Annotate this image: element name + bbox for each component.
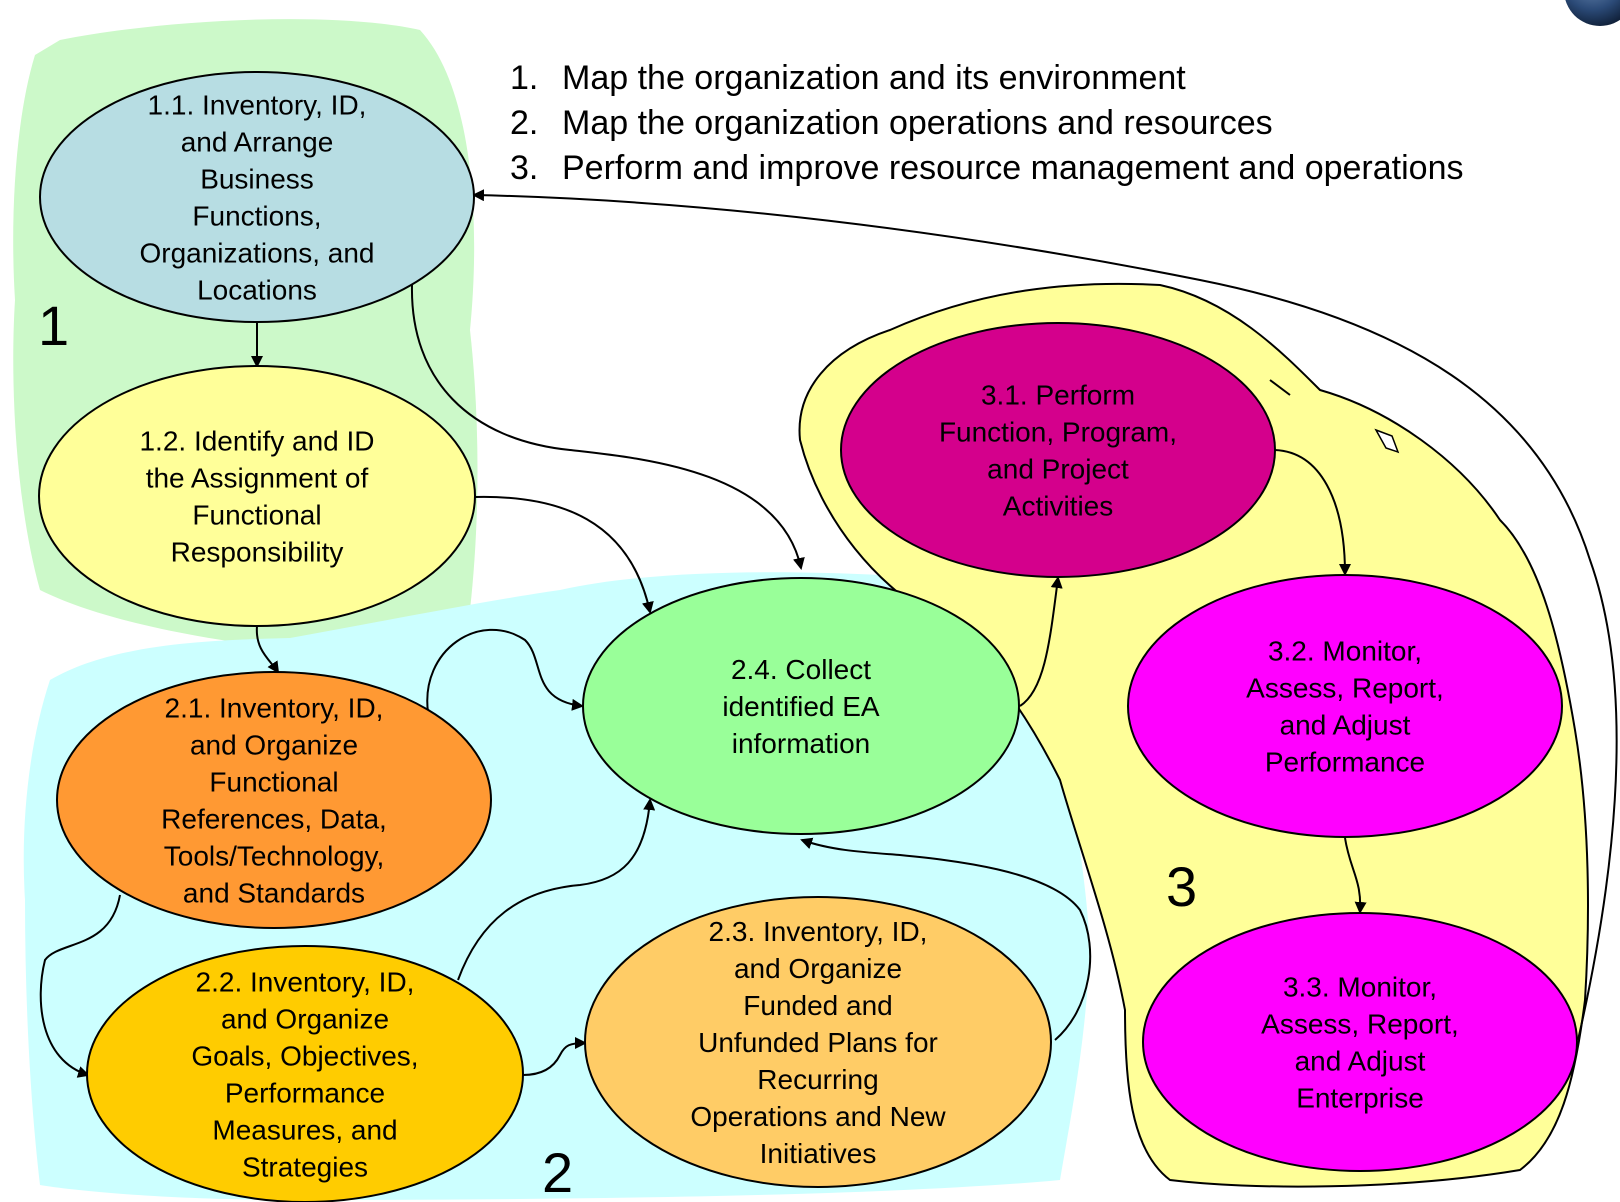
node-label-line: Function, Program,: [939, 417, 1177, 448]
node-label-line: Locations: [197, 275, 317, 306]
edge-2_2-to-2_3: [522, 1037, 587, 1076]
svg-text:3.3. Monitor,Assess, Report,an: 3.3. Monitor, Assess, Report, and AdjustEn…: [1261, 972, 1459, 1114]
edge-3_3-to-1_1: [472, 189, 1618, 1041]
node-label-line: and Arrange: [181, 127, 334, 158]
legend-item: Perform and improve resource management …: [562, 149, 1463, 187]
edge-1_2-to-2_4: [474, 495, 654, 614]
node-label-line: Assess, Report,: [1261, 1009, 1459, 1040]
node-label-line: identified EA: [722, 691, 880, 722]
edge-2_1-to-2_2: [39, 894, 121, 1078]
legend-item: Map the organization and its environment: [562, 59, 1186, 97]
outline-tick-mark: [1374, 428, 1400, 454]
node-label-line: Functions,: [192, 201, 321, 232]
node-label-line: Funded and: [743, 990, 892, 1021]
node-label-line: Performance: [1265, 747, 1425, 778]
node-label-line: Functional: [209, 767, 338, 798]
node-label-line: Measures, and: [212, 1115, 397, 1146]
legend-number: 1.: [510, 59, 538, 97]
node-label-line: 3.3. Monitor,: [1283, 972, 1437, 1003]
node-label-line: Functional: [192, 500, 321, 531]
node-label-line: Initiatives: [760, 1138, 877, 1169]
edge-2_3-to-2_4: [800, 837, 1092, 1041]
svg-text:2.1. Inventory, ID,and Organiz: 2.1. Inventory, ID, and OrganizeFunctiona…: [161, 693, 387, 909]
region-1-number: 1: [38, 294, 69, 357]
svg-text:3.2. Monitor,Assess, Report,an: 3.2. Monitor, Assess, Report, and AdjustPe…: [1246, 636, 1444, 778]
node-label-line: 2.3. Inventory, ID,: [709, 916, 928, 947]
region-3-number: 3: [1166, 855, 1197, 918]
node-label-line: 1.2. Identify and ID: [139, 426, 374, 457]
node-label-line: and Adjust: [1280, 710, 1411, 741]
node-label-line: References, Data,: [161, 804, 387, 835]
edge-2_4-to-3_1: [1019, 576, 1063, 707]
node-label-line: Activities: [1003, 491, 1113, 522]
edge-2_1-to-2_4: [426, 628, 584, 713]
edge-1_1-to-2_4: [410, 284, 805, 570]
node-1-2: 1.2. Identify and ID the Assignment of Fun…: [38, 365, 476, 627]
node-label-line: Organizations, and: [139, 238, 374, 269]
region-2-number: 2: [542, 1141, 573, 1202]
node-label-line: and Project: [987, 454, 1129, 485]
node-label-line: and Organize: [190, 730, 358, 761]
node-label-line: and Adjust: [1295, 1046, 1426, 1077]
node-label-line: Tools/Technology,: [164, 841, 385, 872]
node-label-line: 2.2. Inventory, ID,: [196, 967, 415, 998]
node-label-line: Recurring: [757, 1064, 878, 1095]
node-label-line: and Standards: [183, 878, 365, 909]
node-label-line: 3.1. Perform: [981, 380, 1135, 411]
node-label-line: Unfunded Plans for: [698, 1027, 938, 1058]
node-label-line: Goals, Objectives,: [191, 1041, 418, 1072]
node-label-line: information: [732, 728, 871, 759]
legend: 1. Map the organization and its environm…: [510, 59, 1463, 187]
legend-number: 3.: [510, 149, 538, 187]
node-label-line: and Organize: [221, 1004, 389, 1035]
svg-text:1.1. Inventory, ID,and Arrange: 1.1. Inventory, ID, and ArrangeBusinessFu…: [139, 90, 374, 306]
legend-item: Map the organization operations and reso…: [562, 104, 1273, 142]
node-label-line: 2.1. Inventory, ID,: [165, 693, 384, 724]
node-label-line: and Organize: [734, 953, 902, 984]
node-label-line: Performance: [225, 1078, 385, 1109]
legend-number: 2.: [510, 104, 538, 142]
node-label-line: Assess, Report,: [1246, 673, 1444, 704]
node-label-line: Strategies: [242, 1152, 368, 1183]
edge-3_1-to-3_2: [1274, 449, 1351, 576]
edge-1_2-to-2_1: [255, 625, 280, 674]
globe-icon: [1565, 0, 1620, 26]
node-label-line: the Assignment of: [146, 463, 369, 494]
node-label-line: Enterprise: [1296, 1083, 1424, 1114]
edge-2_2-to-2_4: [457, 798, 656, 981]
node-label-line: 3.2. Monitor,: [1268, 636, 1422, 667]
node-label-line: 2.4. Collect: [731, 654, 871, 685]
node-2-4: 2.4. Collect identified EA information: [582, 577, 1020, 835]
node-label-line: Operations and New: [690, 1101, 946, 1132]
node-label-line: Responsibility: [171, 537, 344, 568]
outline-tick-mark: [1269, 379, 1291, 396]
node-label-line: 1.1. Inventory, ID,: [148, 90, 367, 121]
node-label-line: Business: [200, 164, 314, 195]
edge-3_2-to-3_3: [1344, 837, 1367, 914]
